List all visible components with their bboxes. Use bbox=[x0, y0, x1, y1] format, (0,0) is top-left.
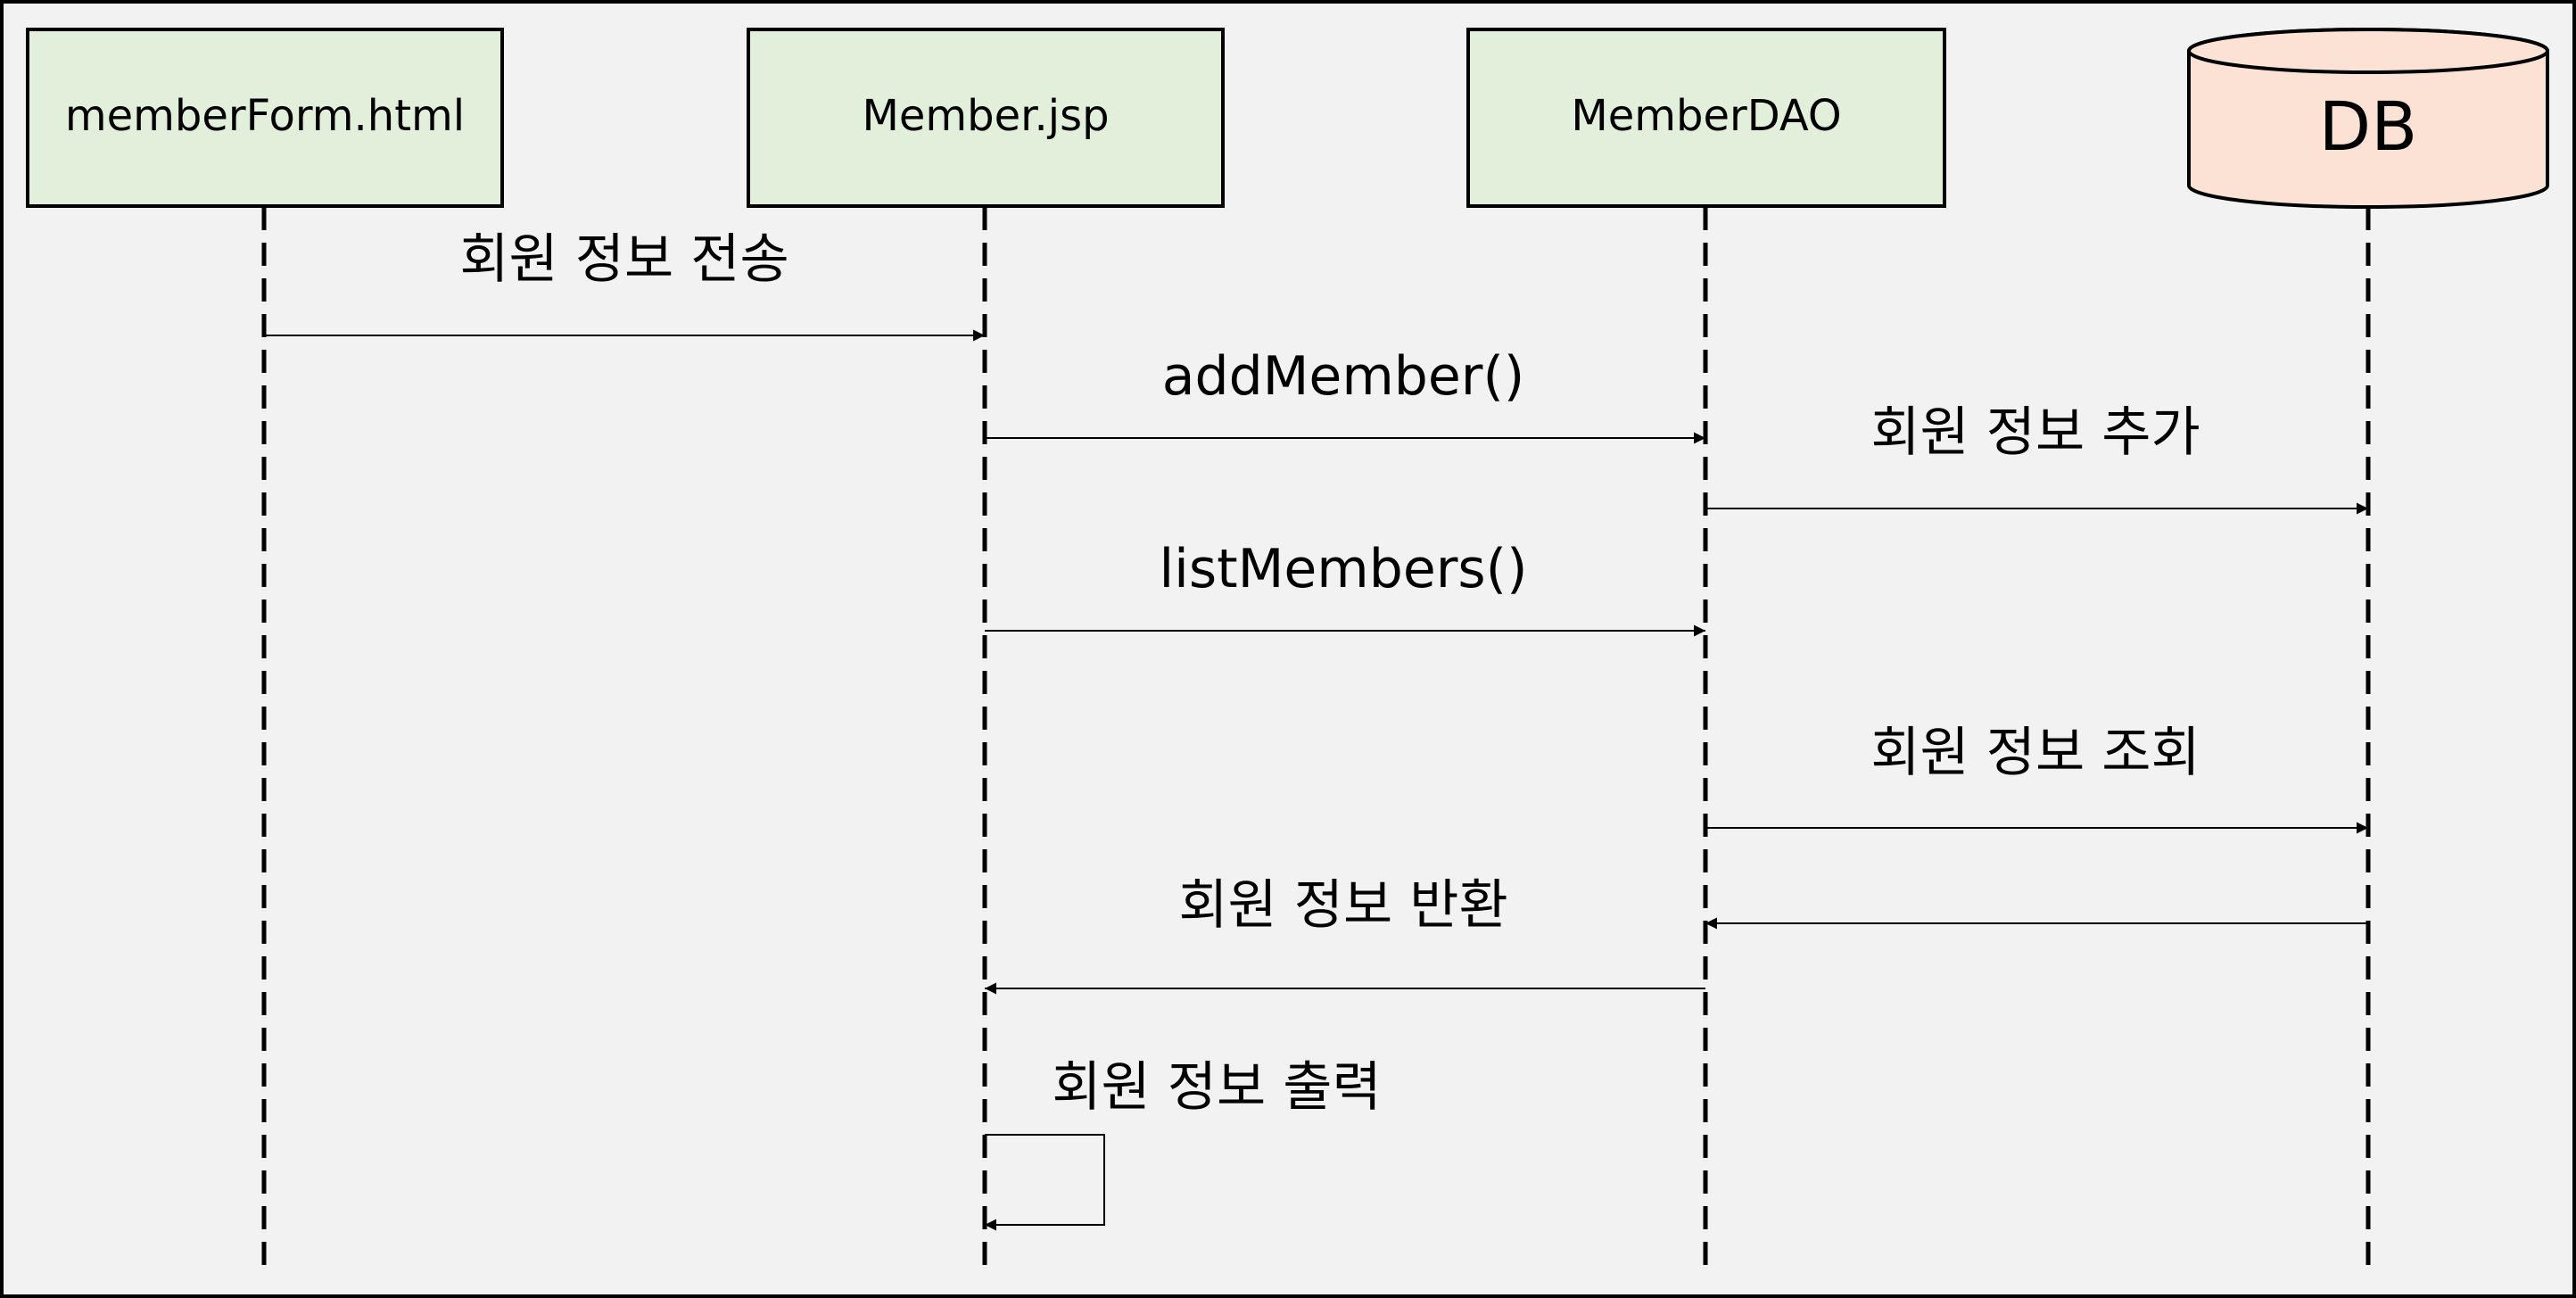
message-insert-member-info: 회원 정보 추가 bbox=[1705, 401, 2368, 515]
participant-member-jsp: Member.jsp bbox=[747, 28, 1225, 208]
message-label: 회원 정보 전송 bbox=[459, 228, 788, 291]
message-label: 회원 정보 조회 bbox=[1870, 722, 2200, 784]
participant-database: DB bbox=[2187, 28, 2549, 209]
participant-label: Member.jsp bbox=[862, 91, 1109, 141]
message-label: addMember() bbox=[1162, 345, 1525, 408]
message-add-member: addMember() bbox=[985, 345, 1705, 444]
message-query-member-info: 회원 정보 조회 bbox=[1705, 722, 2368, 834]
participant-member-form: memberForm.html bbox=[26, 28, 504, 208]
participant-member-dao: MemberDAO bbox=[1466, 28, 1946, 208]
message-label: 회원 정보 반환 bbox=[1178, 874, 1507, 937]
message-label: 회원 정보 추가 bbox=[1870, 401, 2200, 464]
message-list-members: listMembers() bbox=[985, 538, 1705, 637]
participant-label: memberForm.html bbox=[65, 91, 465, 141]
self-call-arrow bbox=[985, 1134, 1105, 1231]
participant-label: DB bbox=[2319, 87, 2418, 166]
message-print-member-info: 회원 정보 출력 bbox=[985, 1056, 1382, 1231]
message-label: listMembers() bbox=[1160, 538, 1528, 600]
message-return-member-info: 회원 정보 반환 bbox=[985, 874, 2368, 995]
database-cylinder-top bbox=[2187, 28, 2549, 74]
participant-label: MemberDAO bbox=[1571, 91, 1841, 141]
message-label: 회원 정보 출력 bbox=[1052, 1056, 1381, 1119]
message-send-member-info: 회원 정보 전송 bbox=[264, 228, 985, 342]
